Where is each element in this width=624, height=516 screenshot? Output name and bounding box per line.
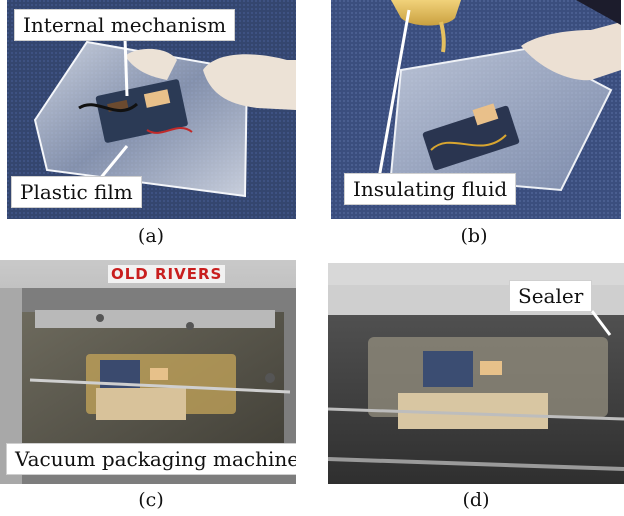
caption-b: (b) <box>460 225 488 247</box>
label-insulating-fluid: Insulating fluid <box>344 173 517 205</box>
photo-d-image <box>328 263 624 484</box>
label-vacuum-packaging-machine: Vacuum packaging machine <box>6 443 296 475</box>
caption-c: (c) <box>138 489 164 511</box>
wood-block <box>96 388 186 420</box>
circuit-board <box>422 105 520 171</box>
photo-panel-b: Insulating fluid <box>331 0 621 219</box>
label-plastic-film: Plastic film <box>11 176 142 208</box>
label-internal-mechanism: Internal mechanism <box>14 9 236 41</box>
caption-d: (d) <box>462 489 490 511</box>
gloved-hand <box>521 22 621 81</box>
circuit-board <box>423 351 473 387</box>
photo-panel-a: Internal mechanism Plastic film <box>7 0 296 219</box>
caption-a: (a) <box>137 225 165 247</box>
label-sealer: Sealer <box>509 280 593 312</box>
photo-panel-c: OLD RIVERS Vacuum packaging machine <box>0 260 296 484</box>
gloved-hand <box>203 54 296 110</box>
photo-panel-d: Sealer <box>328 263 624 484</box>
brand-logo: OLD RIVERS <box>108 265 226 283</box>
